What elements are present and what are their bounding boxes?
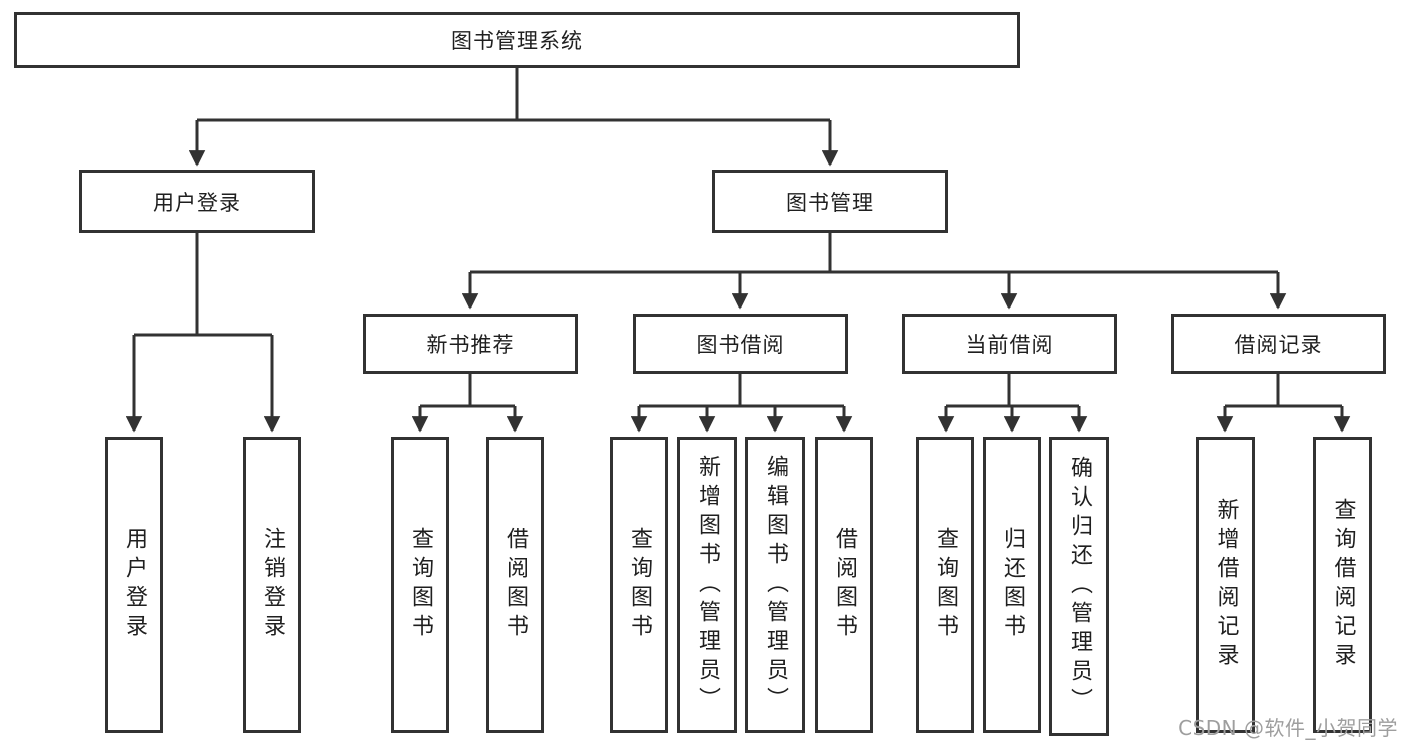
node-book-borrow-label: 图书借阅: [696, 333, 785, 357]
leaf-query-borrow-record: 查询借阅记录: [1313, 437, 1372, 733]
leaf-query-book-recommend: 查询图书: [391, 437, 449, 733]
leaf-query-borrow-record-label: 查询借阅记录: [1330, 498, 1356, 672]
leaf-borrow-book-recommend-label: 借阅图书: [503, 527, 528, 643]
node-book-management-label: 图书管理: [786, 190, 874, 215]
node-user-login: 用户登录: [79, 170, 315, 233]
leaf-query-book-current: 查询图书: [916, 437, 974, 733]
watermark: CSDN @软件_小贺同学: [1178, 716, 1398, 740]
leaf-add-borrow-record-label: 新增借阅记录: [1213, 498, 1239, 672]
node-root-label: 图书管理系统: [451, 29, 583, 53]
node-borrow-record: 借阅记录: [1171, 314, 1386, 374]
leaf-add-borrow-record: 新增借阅记录: [1196, 437, 1255, 733]
node-new-book-recommend: 新书推荐: [363, 314, 578, 374]
node-user-login-label: 用户登录: [153, 190, 241, 215]
leaf-confirm-return-admin-label: 确认归还（管理员）: [1067, 456, 1092, 717]
node-borrow-record-label: 借阅记录: [1234, 333, 1323, 357]
leaf-return-book: 归还图书: [983, 437, 1041, 733]
leaf-edit-book-admin-label: 编辑图书（管理员）: [763, 454, 788, 716]
node-book-management: 图书管理: [712, 170, 948, 233]
leaf-return-book-label: 归还图书: [1000, 527, 1025, 643]
leaf-add-book-admin: 新增图书（管理员）: [677, 437, 737, 733]
node-root: 图书管理系统: [14, 12, 1020, 68]
leaf-borrow-book-recommend: 借阅图书: [486, 437, 544, 733]
leaf-borrow-book-label: 借阅图书: [832, 527, 857, 643]
leaf-user-login-label: 用户登录: [122, 527, 147, 643]
leaf-logout-label: 注销登录: [260, 527, 285, 643]
leaf-add-book-admin-label: 新增图书（管理员）: [695, 454, 720, 716]
node-current-borrow-label: 当前借阅: [965, 333, 1054, 357]
leaf-query-book-borrow: 查询图书: [610, 437, 668, 733]
leaf-borrow-book: 借阅图书: [815, 437, 873, 733]
leaf-query-book-borrow-label: 查询图书: [627, 527, 652, 643]
leaf-query-book-current-label: 查询图书: [933, 527, 958, 643]
leaf-logout: 注销登录: [243, 437, 301, 733]
node-new-book-recommend-label: 新书推荐: [426, 333, 515, 357]
leaf-query-book-recommend-label: 查询图书: [408, 527, 433, 643]
node-current-borrow: 当前借阅: [902, 314, 1117, 374]
leaf-edit-book-admin: 编辑图书（管理员）: [745, 437, 805, 733]
leaf-confirm-return-admin: 确认归还（管理员）: [1049, 437, 1109, 736]
leaf-user-login: 用户登录: [105, 437, 163, 733]
node-book-borrow: 图书借阅: [633, 314, 848, 374]
